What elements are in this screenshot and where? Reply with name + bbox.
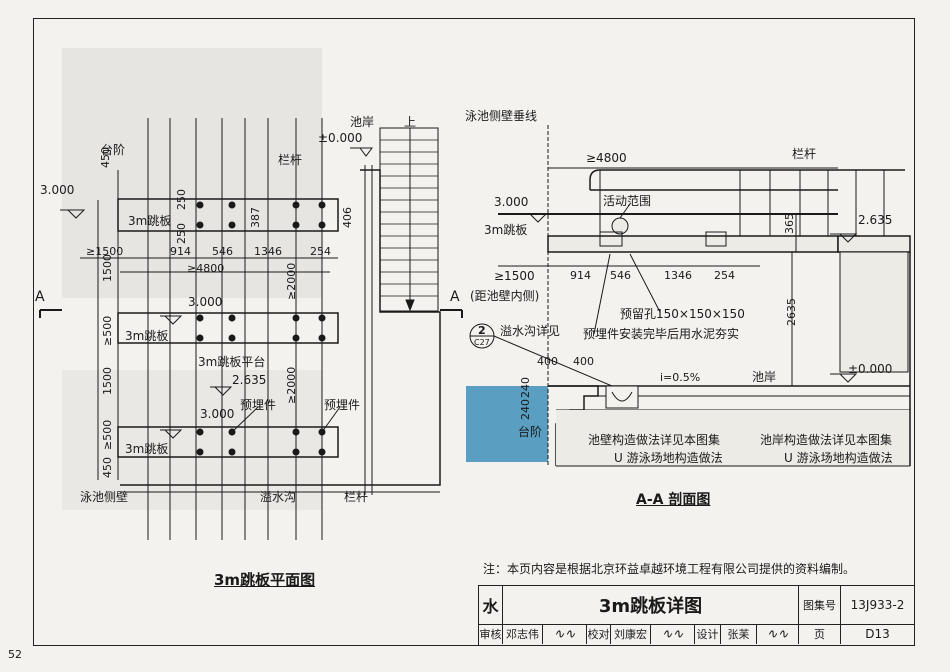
design-label: 设计 [695,624,721,644]
callout-number: 2 [478,324,486,337]
plan-section-marker-left: A [35,289,45,305]
plan-section-marker-right: A [450,289,460,305]
section-elevation-2635: 2.635 [858,213,893,227]
section-pool-edge-label: 池岸 [752,370,777,384]
reviewer-name: 邓志伟 [503,624,543,644]
plan-elevation-3000-c: 3.000 [200,407,235,421]
plan-board-2-label: 3m跳板 [125,329,169,343]
drawing-title: 3m跳板详图 [503,586,799,624]
section-dim-400-b: 400 [573,355,594,368]
plan-railing-top-label: 栏杆 [278,153,303,167]
section-dim-240-b: 240 [519,399,532,420]
review-label: 审核 [479,624,503,644]
plan-elevation-zero: ±0.000 [318,131,363,145]
callout-reference: C27 [474,338,490,347]
checker-signature: ∿∿ [651,624,695,644]
atlas-number: 13J933-2 [850,598,905,612]
section-dim-254: 254 [714,269,735,282]
section-dim-365: 365 [783,213,796,234]
section-dim-2635: 2635 [785,298,798,326]
designer-signature: ∿∿ [757,624,799,644]
section-elevation-3000: 3.000 [494,195,529,209]
section-dim-1500: ≥1500 [494,269,535,283]
plan-embed-label-2: 预埋件 [324,398,361,412]
drawing-frame [33,18,915,646]
section-board-label: 3m跳板 [484,223,528,237]
plan-elevation-3000-a: 3.000 [40,183,75,197]
page-number: 52 [8,648,22,661]
section-wall-note-1: 池壁构造做法详见本图集 [588,433,721,447]
plan-platform-label: 3m跳板平台 [198,355,266,369]
plan-elevation-2635: 2.635 [232,373,267,387]
title-block-row-main: 水 3m跳板详图 图集号 13J933-2 [479,586,914,625]
plan-pool-wall-label: 泳池侧壁 [80,490,129,504]
section-overflow-detail-label: 溢水沟详见 [500,324,561,338]
check-label: 校对 [587,624,611,644]
plan-steps-label: 台阶 [101,143,126,157]
plan-up-label: 上 [404,115,417,129]
plan-overflow-label: 溢水沟 [260,490,297,504]
section-dim-1346: 1346 [664,269,692,282]
plan-dim-254: 254 [310,245,331,258]
section-plumb-label: 泳池侧壁垂线 [465,109,538,123]
section-elevation-zero: ±0.000 [848,362,893,376]
plan-view-title: 3m跳板平面图 [214,571,316,589]
section-dim-240-a: 240 [519,377,532,398]
section-dim-4800: ≥4800 [586,151,627,165]
section-steps-label: 台阶 [518,425,543,439]
section-activity-range-label: 活动范围 [603,194,652,208]
section-reserved-hole-note: 预留孔150×150×150 [620,307,745,321]
designer-name: 张苿 [721,624,757,644]
plan-dim-4800: ≥4800 [187,262,225,275]
section-embed-note: 预埋件安装完毕后用水泥夯实 [583,327,740,341]
plan-dim-1500-left: ≥1500 [86,245,124,258]
section-edge-note-1: 池岸构造做法详见本图集 [760,433,893,447]
water-fill [466,386,548,462]
section-dim-546: 546 [610,269,631,282]
section-dim-400-a: 400 [537,355,558,368]
section-wall-note-2: U 游泳场地构造做法 [614,451,723,465]
plan-embed-label-1: 预埋件 [240,398,277,412]
section-slope-label: i=0.5% [660,371,701,384]
section-railing-label: 栏杆 [792,147,817,161]
page-label: 页 [799,624,841,644]
section-from-wall-label: (距池壁内侧) [470,289,540,303]
plan-board-3-label: 3m跳板 [125,442,169,456]
plan-pool-edge-label: 池岸 [350,115,375,129]
plan-dim-546: 546 [212,245,233,258]
plan-board-1-label: 3m跳板 [128,214,172,228]
checker-name: 刘康宏 [611,624,651,644]
plan-elevation-3000-b: 3.000 [188,295,223,309]
section-dim-914: 914 [570,269,591,282]
title-block: 水 3m跳板详图 图集号 13J933-2 审核 邓志伟 ∿∿ 校对 刘康宏 ∿… [478,585,915,646]
source-note: 注：本页内容是根据北京环益卓越环境工程有限公司提供的资料编制。 [483,562,856,576]
section-edge-note-2: U 游泳场地构造做法 [784,451,893,465]
reviewer-signature: ∿∿ [543,624,587,644]
atlas-label: 图集号 [799,586,841,624]
title-block-row-signatures: 审核 邓志伟 ∿∿ 校对 刘康宏 ∿∿ 设计 张苿 ∿∿ 页 D13 [479,624,914,644]
plan-dim-1346: 1346 [254,245,282,258]
section-view-title: A-A 剖面图 [636,492,711,508]
page-code: D13 [865,627,890,641]
plan-railing-bottom-label: 栏杆 [344,490,369,504]
plan-dim-914: 914 [170,245,191,258]
category-cell: 水 [479,586,503,624]
